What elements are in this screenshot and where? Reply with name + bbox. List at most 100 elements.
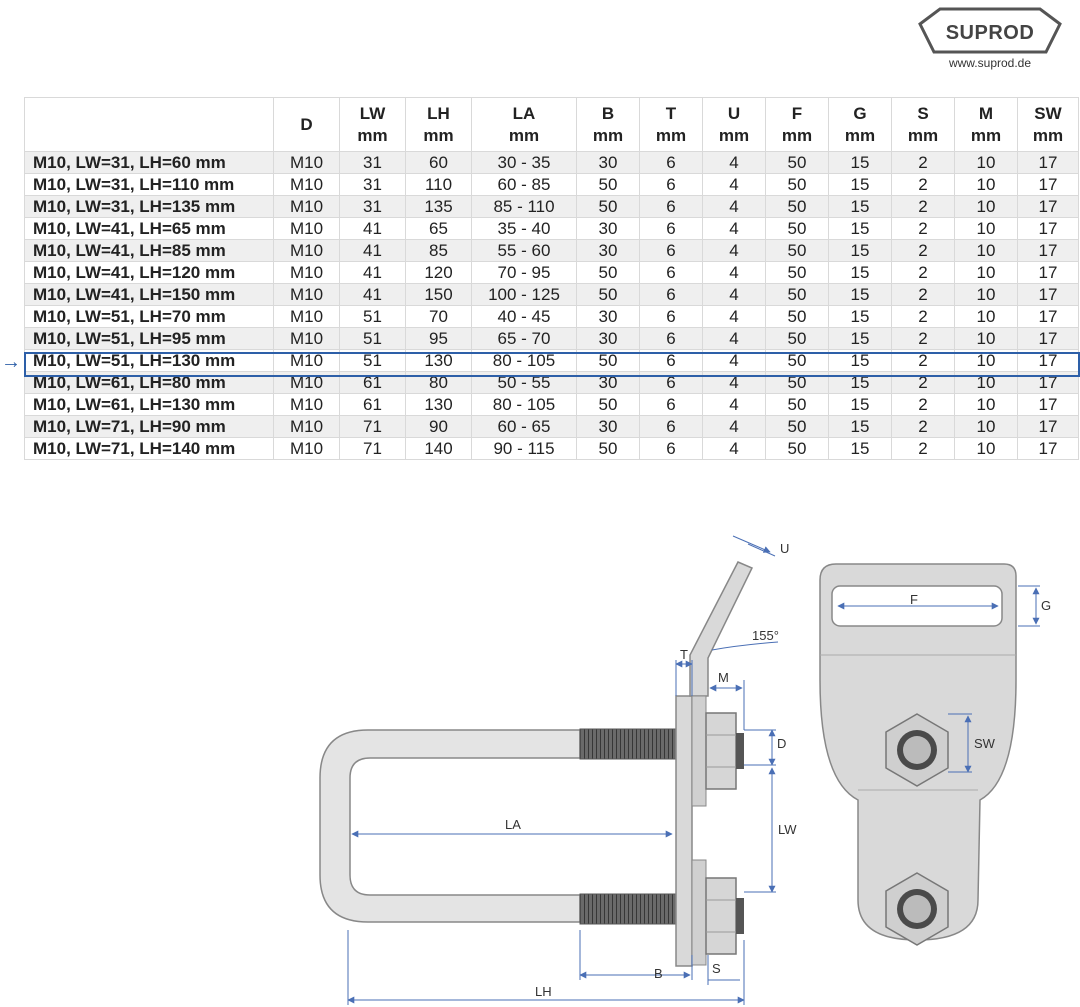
table-cell: 50 (576, 173, 640, 196)
table-cell: 15 (828, 217, 892, 240)
label-s: S (712, 961, 721, 976)
table-cell: 6 (639, 437, 703, 460)
table-cell: 2 (891, 239, 955, 262)
table-cell: 15 (828, 437, 892, 460)
table-cell: M10 (273, 173, 340, 196)
table-cell: 10 (954, 217, 1018, 240)
table-cell: 130 (405, 349, 472, 372)
table-cell: 65 (405, 217, 472, 240)
table-cell: 2 (891, 349, 955, 372)
table-cell: 50 (576, 437, 640, 460)
table-cell: 17 (1017, 151, 1079, 174)
table-cell: 51 (339, 305, 406, 328)
table-cell: 35 - 40 (471, 217, 577, 240)
dimension-lines (347, 535, 1040, 1005)
column-header-name: LA (512, 103, 536, 123)
table-cell: M10 (273, 305, 340, 328)
table-cell: 51 (339, 327, 406, 350)
table-cell: 4 (702, 151, 766, 174)
front-plate (819, 563, 1017, 946)
table-cell: 100 - 125 (471, 283, 577, 306)
table-cell: 95 (405, 327, 472, 350)
table-cell: 4 (702, 371, 766, 394)
table-cell: M10 (273, 283, 340, 306)
table-cell: 4 (702, 305, 766, 328)
row-product-name: M10, LW=61, LH=80 mm (24, 371, 274, 394)
table-cell: 70 (405, 305, 472, 328)
table-cell: 2 (891, 371, 955, 394)
table-cell: 4 (702, 261, 766, 284)
table-cell: 50 (576, 283, 640, 306)
table-cell: M10 (273, 393, 340, 416)
column-header-name: LH (427, 103, 450, 123)
table-cell: 15 (828, 305, 892, 328)
column-header-unit: mm (844, 125, 876, 145)
column-header-unit: mm (592, 125, 624, 145)
table-cell: 41 (339, 261, 406, 284)
table-cell: 15 (828, 173, 892, 196)
table-cell: 80 - 105 (471, 393, 577, 416)
table-cell: 6 (639, 349, 703, 372)
table-cell: 150 (405, 283, 472, 306)
table-cell: M10 (273, 415, 340, 438)
table-cell: 2 (891, 151, 955, 174)
table-cell: 2 (891, 283, 955, 306)
table-cell: 10 (954, 261, 1018, 284)
table-cell: 10 (954, 239, 1018, 262)
row-product-name: M10, LW=41, LH=120 mm (24, 261, 274, 284)
table-cell: 50 (576, 261, 640, 284)
column-header-unit: mm (907, 125, 939, 145)
table-cell: 15 (828, 195, 892, 218)
label-u: U (780, 541, 789, 556)
table-cell: M10 (273, 327, 340, 350)
table-cell: 61 (339, 393, 406, 416)
table-cell: 30 - 35 (471, 151, 577, 174)
table-cell: 4 (702, 239, 766, 262)
table-cell: 110 (405, 173, 472, 196)
table-cell: 30 (576, 305, 640, 328)
table-cell: 6 (639, 371, 703, 394)
label-t: T (680, 647, 688, 662)
table-cell: 41 (339, 239, 406, 262)
table-cell: 4 (702, 327, 766, 350)
table-cell: 17 (1017, 437, 1079, 460)
table-cell: 71 (339, 415, 406, 438)
table-cell: 10 (954, 283, 1018, 306)
table-cell: 90 (405, 415, 472, 438)
column-header-name: SW (1034, 103, 1062, 123)
table-cell: 31 (339, 195, 406, 218)
label-sw: SW (974, 736, 996, 751)
table-cell: 50 (765, 173, 829, 196)
table-cell: 10 (954, 195, 1018, 218)
column-header-name: T (665, 103, 677, 123)
column-header-unit: mm (1032, 125, 1064, 145)
logo-url: www.suprod.de (948, 56, 1032, 70)
label-m: M (718, 670, 729, 685)
table-cell: 50 (765, 261, 829, 284)
highlight-arrow-icon: → (1, 351, 21, 373)
table-cell: 50 (765, 305, 829, 328)
column-header-name: M (978, 103, 994, 123)
column-header-unit: mm (718, 125, 750, 145)
table-cell: 6 (639, 327, 703, 350)
table-cell: 17 (1017, 217, 1079, 240)
table-cell: 30 (576, 415, 640, 438)
table-cell: 10 (954, 393, 1018, 416)
table-cell: 17 (1017, 173, 1079, 196)
table-cell: 17 (1017, 261, 1079, 284)
